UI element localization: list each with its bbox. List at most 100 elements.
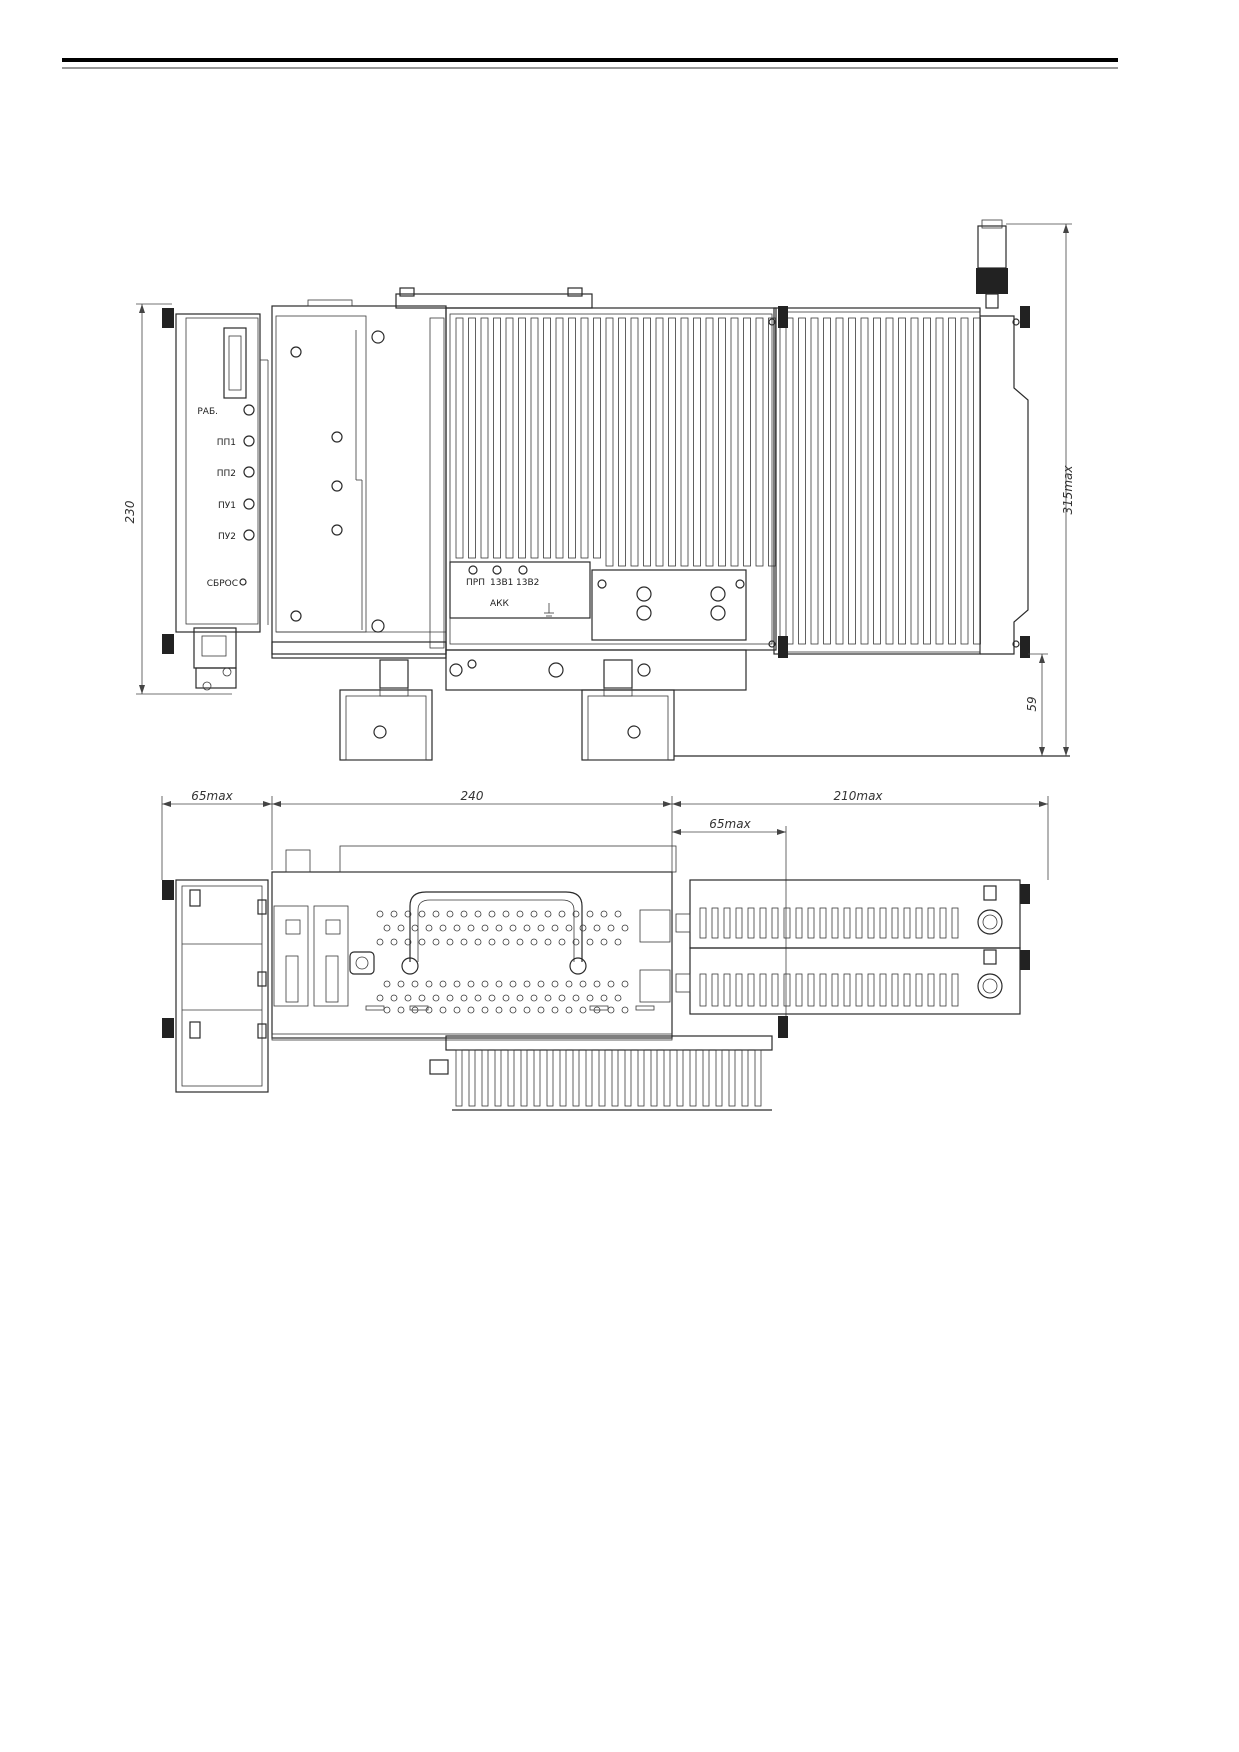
- screw-knurl: [1020, 306, 1030, 328]
- right-module: [768, 306, 1030, 658]
- vent-hole: [397, 980, 405, 988]
- vent-hole: [404, 994, 412, 1002]
- fin: [855, 973, 863, 1007]
- dim-label-width-right-inner: 65max: [709, 817, 751, 831]
- fin: [546, 1049, 554, 1107]
- vent-hole: [579, 924, 587, 932]
- vent-hole: [607, 1006, 615, 1014]
- fin: [505, 317, 514, 559]
- vent-hole: [495, 980, 503, 988]
- fin: [939, 973, 947, 1007]
- dim-label-width-left: 65max: [191, 789, 233, 803]
- label-pp2: ПП2: [217, 469, 236, 479]
- fin: [823, 317, 831, 645]
- fin: [735, 907, 743, 939]
- fin: [585, 1049, 593, 1107]
- vent-hole: [390, 910, 398, 918]
- fin: [879, 973, 887, 1007]
- vent-hole: [502, 910, 510, 918]
- fin: [723, 973, 731, 1007]
- vent-hole: [607, 924, 615, 932]
- fin: [915, 973, 923, 1007]
- fin: [843, 973, 851, 1007]
- fin: [480, 317, 489, 559]
- fin: [951, 973, 959, 1007]
- vent-hole: [390, 938, 398, 946]
- heatsink-fins: [699, 907, 959, 1007]
- fin: [747, 907, 755, 939]
- fin: [676, 1049, 684, 1107]
- vent-hole: [432, 994, 440, 1002]
- vent-hole: [453, 980, 461, 988]
- top-view: 65max 240 210max 65max: [161, 789, 1049, 1111]
- vent-hole: [488, 938, 496, 946]
- vent-hole: [418, 910, 426, 918]
- vent-hole: [439, 1006, 447, 1014]
- vent-hole: [488, 910, 496, 918]
- fin: [819, 973, 827, 1007]
- fin: [543, 317, 551, 559]
- dim-height-body: [136, 303, 232, 695]
- screw-knurl: [162, 308, 174, 328]
- vent-hole: [516, 994, 524, 1002]
- fin: [771, 907, 779, 939]
- fin: [723, 907, 731, 939]
- vent-hole: [509, 924, 517, 932]
- fin: [973, 317, 981, 645]
- vent-hole: [572, 994, 580, 1002]
- screw-knurl: [1020, 636, 1030, 658]
- fin: [795, 973, 803, 1007]
- vent-hole: [565, 980, 573, 988]
- vent-hole: [600, 994, 608, 1002]
- heatsink-fins: [785, 317, 981, 645]
- fin: [848, 317, 856, 645]
- fin: [835, 317, 844, 645]
- fin: [960, 317, 969, 645]
- vent-hole: [614, 910, 622, 918]
- fin: [885, 317, 894, 645]
- vent-hole: [432, 910, 440, 918]
- vent-hole: [397, 1006, 405, 1014]
- vent-hole: [586, 910, 594, 918]
- fin: [530, 317, 539, 559]
- dim-label-height-body: 230: [123, 500, 137, 523]
- middle-module: [271, 299, 447, 659]
- screw-knurl: [162, 1018, 174, 1038]
- vent-hole: [467, 1006, 475, 1014]
- fin: [927, 907, 935, 939]
- screw-knurl: [1020, 950, 1030, 970]
- vent-holes: [376, 910, 629, 1014]
- screw-knurl: [1020, 884, 1030, 904]
- vent-hole: [586, 994, 594, 1002]
- dim-height-total: [1006, 223, 1072, 756]
- vent-hole: [453, 924, 461, 932]
- label-prp: ПРП: [466, 578, 485, 588]
- vent-hole: [453, 1006, 461, 1014]
- screw-knurl: [162, 880, 174, 900]
- label-13v1: 13В1: [490, 578, 513, 588]
- heatsink-block: [445, 307, 777, 651]
- vent-hole: [495, 1006, 503, 1014]
- dim-label-width-right: 210max: [833, 789, 883, 803]
- screw-knurl: [778, 306, 788, 328]
- label-13v2: 13В2: [516, 578, 539, 588]
- fin: [728, 1049, 736, 1107]
- fin: [520, 1049, 528, 1107]
- fin: [879, 907, 887, 939]
- fin: [759, 973, 767, 1007]
- fin: [611, 1049, 619, 1107]
- vent-hole: [565, 924, 573, 932]
- vent-hole: [481, 924, 489, 932]
- label-pu2: ПУ2: [218, 532, 236, 542]
- fin: [718, 317, 726, 567]
- fin: [755, 317, 764, 567]
- fin: [493, 317, 501, 559]
- vent-hole: [572, 910, 580, 918]
- vent-hole: [600, 938, 608, 946]
- top-right-heatsinks: [675, 879, 1030, 1015]
- top-bottom-heatsink: [429, 1016, 788, 1111]
- vent-hole: [411, 924, 419, 932]
- fin: [915, 907, 923, 939]
- fin: [637, 1049, 645, 1107]
- fin: [711, 973, 719, 1007]
